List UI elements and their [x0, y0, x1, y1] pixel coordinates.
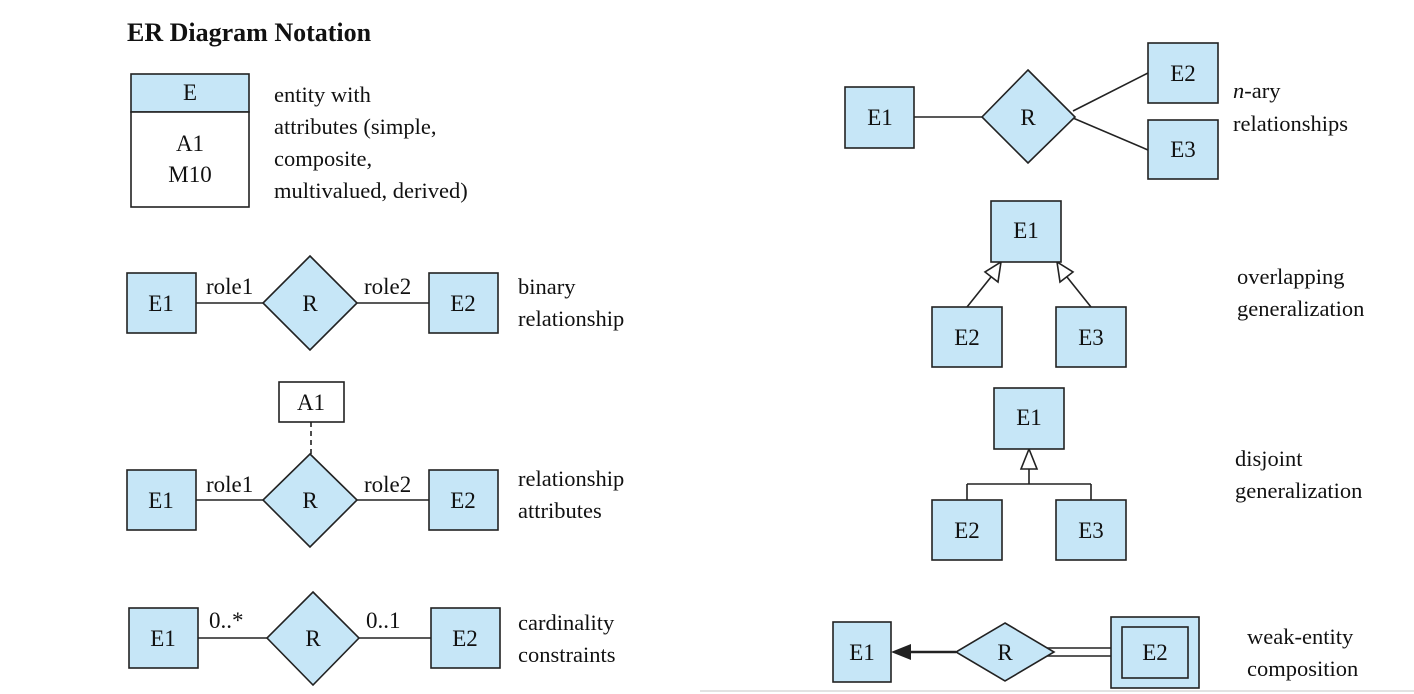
entity-e1-label: E1 — [867, 105, 893, 130]
entity-e1 — [126, 469, 197, 531]
relationship-label: R — [1020, 105, 1036, 130]
nary-description-line: relationships — [1233, 111, 1348, 136]
entity-e1-label: E1 — [849, 640, 875, 665]
child-entity — [1055, 306, 1127, 368]
cardinality-right-label: 0..1 — [366, 608, 401, 633]
relationship-diamond — [265, 590, 361, 687]
parent-entity — [990, 200, 1062, 263]
generalization-arrowhead — [983, 260, 1003, 284]
cardinality-left-label: 0..* — [209, 608, 244, 633]
child-entity-label: E3 — [1078, 518, 1104, 543]
role2-label: role2 — [364, 274, 411, 299]
entity-e3 — [1147, 119, 1219, 180]
disjoint-description-line: disjoint — [1235, 446, 1303, 471]
nary-relationship-notation: E1 E2 E3 R n-ary relationships — [844, 42, 1348, 180]
nary-description-line: n-ary — [1233, 78, 1281, 103]
binary-description-line: binary — [518, 274, 576, 299]
parent-entity-label: E1 — [1016, 405, 1042, 430]
entity-e1-label: E1 — [148, 488, 174, 513]
binary-description-line: relationship — [518, 306, 624, 331]
child-entity-label: E2 — [954, 518, 980, 543]
entity-e2 — [1147, 42, 1219, 104]
overlapping-description-line: overlapping — [1237, 264, 1344, 289]
entity-attribute-box — [130, 111, 250, 208]
binary-relationship-notation: E1 E2 R role1 role2 binary relationship — [126, 254, 624, 352]
relationship-label: R — [302, 488, 318, 513]
entity-e1 — [832, 621, 892, 683]
weak-entity-label: E2 — [1142, 640, 1168, 665]
relationship-attribute-label: A1 — [297, 390, 325, 415]
entity-e1 — [844, 86, 915, 149]
nary-description-italic: n — [1233, 78, 1244, 103]
child-entity — [931, 306, 1003, 368]
entity-name: E — [183, 80, 197, 105]
entity-notation: E A1 M10 entity with attributes (simple,… — [130, 73, 468, 208]
entity-e2-label: E2 — [450, 291, 476, 316]
entity-description-line: composite, — [274, 146, 372, 171]
entity-e2 — [428, 272, 499, 334]
cardinality-description-line: cardinality — [518, 610, 615, 635]
entity-e2 — [428, 469, 499, 531]
role2-label: role2 — [364, 472, 411, 497]
cardinality-notation: E1 E2 R 0..* 0..1 cardinality constraint… — [128, 590, 615, 687]
entity-e3-label: E3 — [1170, 137, 1196, 162]
arrowhead — [891, 644, 911, 660]
entity-e2-label: E2 — [452, 626, 478, 651]
entity-e2-label: E2 — [1170, 61, 1196, 86]
parent-entity — [993, 387, 1065, 450]
relationship-label: R — [302, 291, 318, 316]
overlapping-description-line: generalization — [1237, 296, 1364, 321]
role1-label: role1 — [206, 274, 253, 299]
disjoint-generalization-notation: E1 E2 E3 disjoint generalization — [931, 387, 1362, 561]
child-entity-label: E3 — [1078, 325, 1104, 350]
weak-description-line: composition — [1247, 656, 1358, 681]
generalization-arrowhead — [1055, 260, 1075, 284]
entity-e1-label: E1 — [148, 291, 174, 316]
page-title: ER Diagram Notation — [127, 18, 372, 47]
entity-e2-label: E2 — [450, 488, 476, 513]
relationship-diamond — [261, 452, 359, 549]
rel-attr-description-line: attributes — [518, 498, 602, 523]
entity-e1 — [128, 607, 199, 669]
rel-attr-description-line: relationship — [518, 466, 624, 491]
weak-description-line: weak-entity — [1247, 624, 1354, 649]
entity-e2 — [430, 607, 501, 669]
child-entity — [1055, 499, 1127, 561]
relationship-label: R — [997, 640, 1013, 665]
entity-description-line: attributes (simple, — [274, 114, 436, 139]
entity-e1-label: E1 — [150, 626, 176, 651]
entity-header — [130, 73, 250, 113]
role1-label: role1 — [206, 472, 253, 497]
weak-entity-notation: E1 E2 R weak-entity composition — [832, 616, 1358, 689]
entity-description-line: entity with — [274, 82, 371, 107]
parent-entity-label: E1 — [1013, 218, 1039, 243]
child-entity — [931, 499, 1003, 561]
generalization-arrowhead — [1019, 446, 1039, 470]
relationship-label: R — [305, 626, 321, 651]
relationship-diamond — [261, 254, 359, 352]
entity-attribute: M10 — [168, 162, 211, 187]
weak-entity-inner — [1121, 626, 1189, 679]
cardinality-description-line: constraints — [518, 642, 615, 667]
entity-attribute: A1 — [176, 131, 204, 156]
disjoint-description-line: generalization — [1235, 478, 1362, 503]
entity-e1 — [126, 272, 197, 334]
relationship-diamond — [980, 68, 1077, 165]
overlapping-generalization-notation: E1 E2 E3 overlapping generalization — [931, 200, 1364, 368]
entity-description-line: multivalued, derived) — [274, 178, 468, 203]
relationship-attributes-notation: A1 E1 E2 R role1 role2 relationship attr… — [126, 381, 624, 549]
nary-description-rest: -ary — [1244, 78, 1281, 103]
relationship-diamond — [954, 622, 1056, 682]
child-entity-label: E2 — [954, 325, 980, 350]
